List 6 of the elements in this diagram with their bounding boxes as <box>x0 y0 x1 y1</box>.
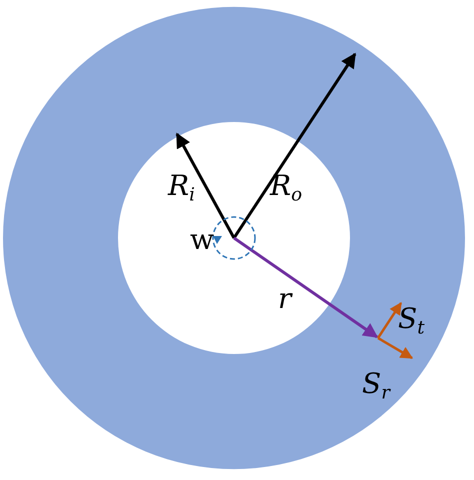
angular-velocity-label: w <box>190 226 214 254</box>
radius-label: r <box>278 285 292 313</box>
inner-radius-label: R$_{i}$ <box>168 172 195 205</box>
tangential-stress-label: S$_{t}$ <box>398 305 424 338</box>
outer-radius-label: R$_{o}$ <box>270 172 302 205</box>
radial-stress-label: S$_{r}$ <box>362 370 390 403</box>
